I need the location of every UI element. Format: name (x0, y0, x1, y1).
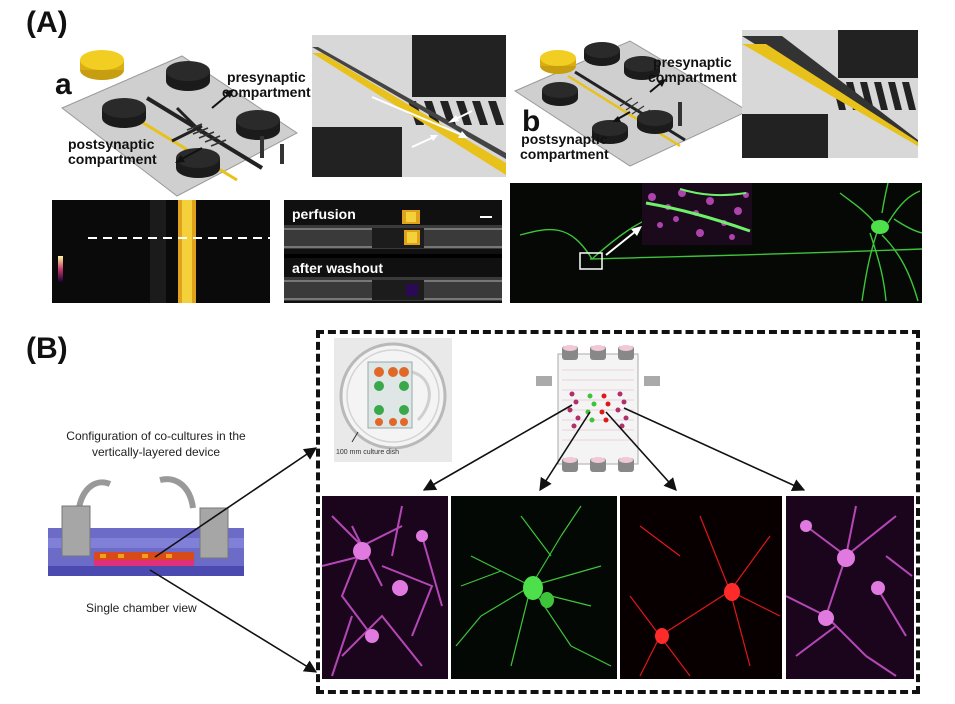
micrograph-perfusion (284, 200, 502, 303)
micrograph-neuron-axon (510, 183, 922, 303)
panel-b-label: (B) (26, 332, 68, 365)
config-caption: Configuration of co-cultures in the vert… (40, 428, 272, 460)
device-a-schematic (61, 50, 298, 197)
chamber-caption: Single chamber view (86, 601, 197, 615)
washout-label: after washout (292, 260, 384, 276)
micrograph-green-neuron (451, 496, 617, 679)
sub-a-postsynaptic-label: postsynaptic compartment (68, 137, 157, 167)
micrograph-magenta-left (322, 496, 448, 679)
zoom-a-render (312, 35, 506, 177)
config-caption-line1: Configuration of co-cultures in the (66, 429, 246, 443)
sub-a-postsynaptic-line1: postsynaptic (68, 136, 155, 152)
sub-a-label: a (55, 68, 72, 101)
sub-a-presynaptic-line2: compartment (222, 84, 311, 100)
dashed-frame (316, 330, 920, 694)
sub-b-postsynaptic-line2: compartment (520, 146, 609, 162)
layered-device-schematic (48, 476, 244, 576)
micrograph-kymograph (52, 200, 270, 303)
zoom-b-render (742, 30, 918, 158)
culture-dish-photo (334, 338, 452, 462)
sub-b-label: b (522, 105, 541, 138)
sub-b-presynaptic-label: presynaptic compartment (648, 55, 737, 85)
sub-b-presynaptic-line2: compartment (648, 69, 737, 85)
device-b-schematic (513, 40, 750, 167)
dish-caption: 100 mm culture dish (336, 449, 400, 456)
panel-a-label: (A) (26, 6, 68, 39)
config-caption-line2: vertically-layered device (91, 445, 221, 459)
micrograph-red-neuron (620, 496, 782, 679)
sub-b-postsynaptic-label: postsynaptic compartment (520, 132, 609, 162)
sub-a-presynaptic-label: presynaptic compartment (222, 70, 311, 100)
sub-b-presynaptic-line1: presynaptic (653, 54, 732, 70)
perfusion-label: perfusion (292, 206, 356, 222)
micrograph-magenta-right (786, 496, 914, 679)
sub-a-postsynaptic-line2: compartment (68, 151, 157, 167)
sub-b-postsynaptic-line1: postsynaptic (521, 131, 608, 147)
sub-a-presynaptic-line1: presynaptic (227, 69, 306, 85)
